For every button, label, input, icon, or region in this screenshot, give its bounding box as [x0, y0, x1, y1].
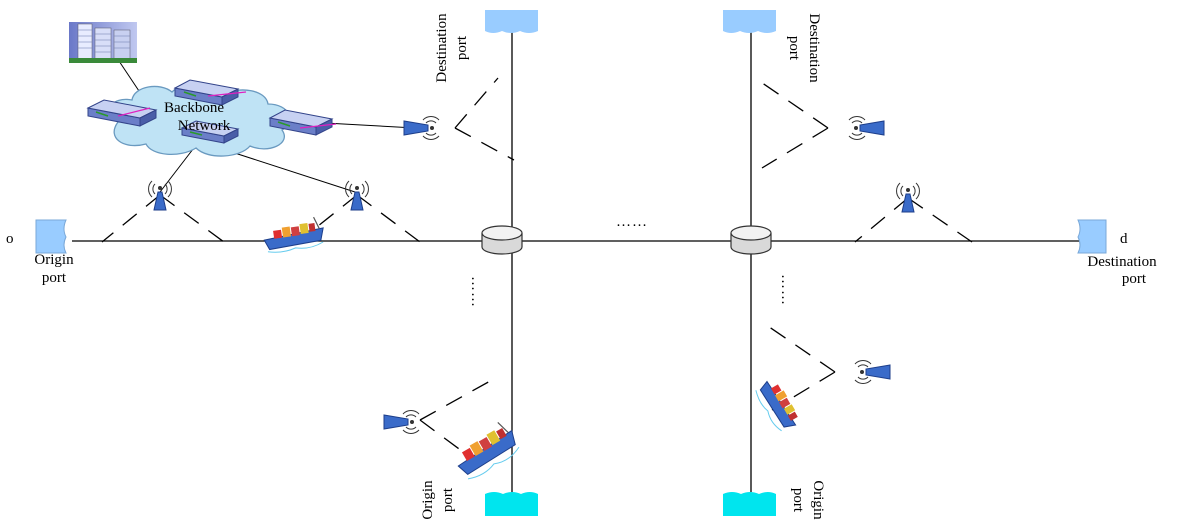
destination-port-top-left-label-line2: port	[454, 35, 470, 60]
origin-port-bottom-right	[723, 492, 776, 516]
ellipsis-vertical-right: ……	[778, 274, 794, 306]
origin-port-bottom-left-label-line2: port	[440, 487, 456, 512]
destination-port-top-right-label-line2: port	[786, 36, 802, 61]
backbone-router-icon	[180, 120, 240, 144]
origin-node-o-label: o	[6, 231, 14, 247]
destination-port-top-left-label-line1: Destination	[434, 13, 450, 83]
antenna-icon	[848, 116, 885, 140]
destination-port-top-right-label-line1: Destination	[806, 13, 822, 83]
origin-port-left	[35, 219, 67, 254]
backbone-label: Backbone	[164, 100, 224, 116]
backbone-router-icon	[86, 99, 158, 127]
destination-port-top-left	[485, 10, 538, 33]
antenna-icon	[896, 182, 920, 213]
antenna-icon	[345, 180, 369, 211]
ellipsis-horizontal: ……	[616, 214, 648, 230]
antenna-icon	[383, 410, 420, 434]
origin-port-bottom-left	[485, 492, 538, 516]
ship-icon	[263, 216, 324, 253]
building-icon	[69, 22, 137, 63]
network-label: Network	[178, 118, 231, 134]
ship-icon	[457, 421, 520, 480]
ship-icon	[755, 380, 798, 432]
backbone-router-accents	[117, 91, 337, 129]
router-junction-right	[730, 225, 772, 255]
destination-port-right-label-line2: port	[1122, 271, 1147, 287]
destination-port-right	[1077, 219, 1107, 254]
antenna-icon	[148, 180, 172, 211]
backbone-router-icon	[268, 109, 334, 136]
coverage-lines	[101, 77, 973, 461]
destination-port-top-right	[723, 10, 776, 33]
ellipsis-vertical-left: ……	[468, 276, 484, 308]
antenna-icon	[854, 360, 891, 384]
backbone-router-ports	[95, 91, 291, 136]
destination-port-right-label-line1: Destination	[1087, 254, 1157, 270]
origin-port-bottom-right-label-line2: port	[790, 488, 806, 513]
origin-port-bottom-left-label-line1: Origin	[420, 480, 436, 520]
route-lines	[72, 30, 1082, 492]
antenna-icon	[403, 116, 440, 140]
destination-node-d-label: d	[1120, 231, 1128, 247]
origin-port-bottom-right-label-line1: Origin	[810, 480, 826, 520]
origin-port-left-label-line2: port	[42, 270, 67, 286]
router-junction-left	[481, 225, 523, 255]
origin-port-left-label-line1: Origin	[34, 252, 74, 268]
